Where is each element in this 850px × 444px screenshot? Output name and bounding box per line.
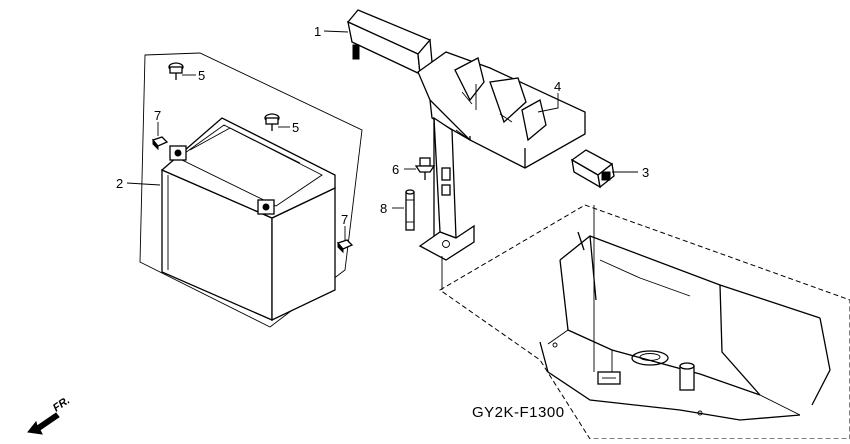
battery-group-outline — [139, 52, 363, 328]
callout-5a: 5 — [198, 68, 205, 83]
fuse-box-cover-part — [346, 9, 433, 76]
callout-7b: 7 — [341, 212, 348, 227]
callout-7a: 7 — [154, 108, 161, 123]
callout-6: 6 — [392, 162, 399, 177]
front-arrow-icon — [27, 412, 60, 435]
bolt-part — [264, 113, 280, 131]
battery-part — [160, 117, 336, 322]
callout-3: 3 — [642, 165, 649, 180]
nut-part — [151, 136, 169, 151]
callout-2: 2 — [116, 176, 123, 191]
callout-1: 1 — [314, 24, 321, 39]
battery-terminal-negative — [169, 145, 187, 161]
drawing-code: GY2K-F1300 — [472, 404, 565, 421]
leader-2 — [126, 182, 161, 186]
front-direction-indicator: FR. — [27, 394, 72, 435]
battery-terminal-positive — [257, 199, 275, 215]
relay-part — [570, 149, 615, 189]
floor-panel-part — [439, 204, 850, 440]
nut-part — [336, 239, 354, 254]
fuse-part — [405, 189, 415, 231]
front-label: FR. — [51, 394, 72, 414]
bolt-part — [168, 62, 184, 80]
screw-part — [414, 157, 436, 180]
callout-8: 8 — [380, 201, 387, 216]
leader-4 — [537, 93, 559, 113]
callout-5b: 5 — [292, 120, 299, 135]
battery-holder-part — [417, 51, 586, 261]
leader-1 — [323, 30, 349, 33]
callout-4: 4 — [554, 79, 561, 94]
